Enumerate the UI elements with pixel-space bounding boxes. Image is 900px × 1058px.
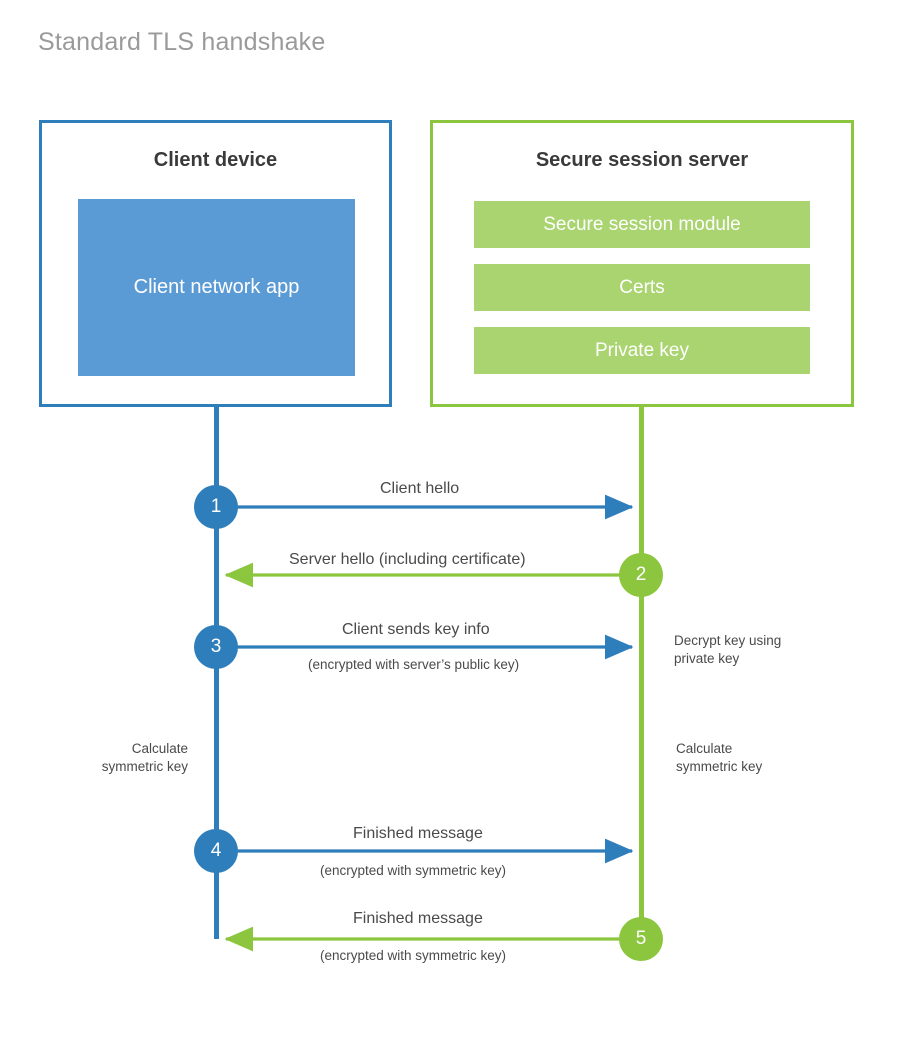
server-block-certs: Certs [474,264,810,311]
server-block-private-key: Private key [474,327,810,374]
secure-session-server-box: Secure session server Secure session mod… [430,120,854,407]
page-title: Standard TLS handshake [38,28,326,56]
step-badge-5[interactable]: 5 [619,917,663,961]
client-network-app-block: Client network app [78,199,355,376]
secure-session-server-title: Secure session server [535,149,749,171]
step-badge-1[interactable]: 1 [194,485,238,529]
step-badge-3[interactable]: 3 [194,625,238,669]
step-5-sublabel: (encrypted with symmetric key) [320,948,507,963]
note-decrypt-key: Decrypt key using private key [674,632,854,667]
note-client-calc-line-1: Calculate [131,741,188,756]
step-5-label: Finished message [353,910,483,927]
client-device-box: Client device Client network app [39,120,392,407]
note-client-calculate-symmetric-key: Calculate symmetric key [0,740,188,775]
note-server-calculate-symmetric-key: Calculate symmetric key [676,740,866,775]
note-server-calc-line-2: symmetric key [676,758,763,774]
step-4-sublabel: (encrypted with symmetric key) [320,863,507,878]
note-decrypt-key-line-1: Decrypt key using [674,633,782,648]
client-device-title: Client device [153,149,278,171]
step-4-label: Finished message [353,825,483,842]
note-server-calc-line-1: Calculate [676,741,733,756]
note-decrypt-key-line-2: private key [674,650,740,666]
step-3-sublabel: (encrypted with server’s public key) [308,657,520,672]
step-badge-2[interactable]: 2 [619,553,663,597]
note-client-calc-line-2: symmetric key [101,758,188,774]
server-block-secure-session-module: Secure session module [474,201,810,248]
step-2-label: Server hello (including certificate) [289,551,526,568]
step-3-label: Client sends key info [342,621,490,638]
step-badge-4[interactable]: 4 [194,829,238,873]
step-1-label: Client hello [380,480,460,497]
